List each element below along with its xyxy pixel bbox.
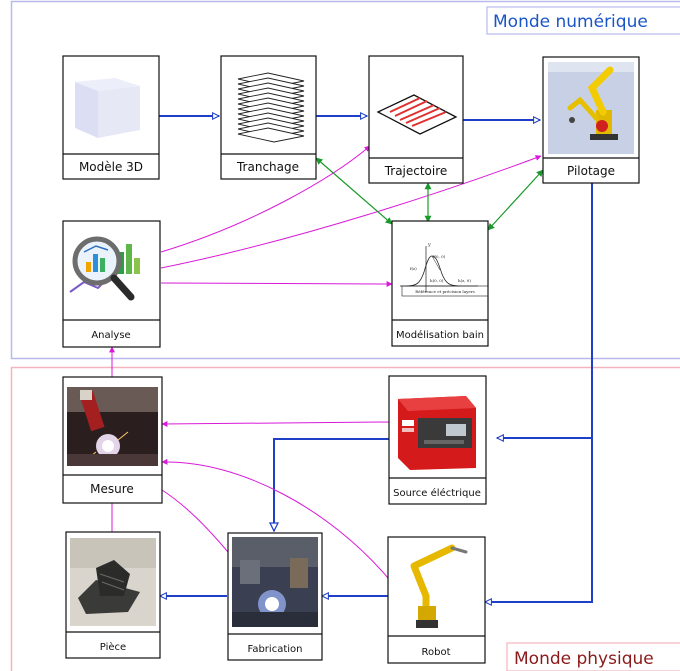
figure-label-hz0: h(z, 0) xyxy=(458,278,471,283)
physical-world-title-bg xyxy=(506,642,680,671)
power-source-icon xyxy=(398,396,476,470)
node-mesure: Mesure xyxy=(62,376,163,504)
edge-analyse-modelisation xyxy=(160,280,393,287)
node-modele3d: Modèle 3D xyxy=(62,55,160,180)
part-photo-icon xyxy=(70,538,156,626)
robot-label: Robot xyxy=(421,647,450,658)
welding-photo-icon xyxy=(67,387,158,466)
piece-label: Pièce xyxy=(100,641,126,653)
fabrication-photo-icon xyxy=(232,537,318,627)
node-fabrication: Fabrication xyxy=(227,532,323,661)
node-pilotage: Pilotage xyxy=(542,56,640,184)
slices-icon xyxy=(237,72,305,143)
figure-label-f00: f(0, 0) xyxy=(433,254,446,259)
data-flow xyxy=(109,145,542,579)
tranchage-label: Tranchage xyxy=(236,160,299,174)
robot-sim-icon xyxy=(548,62,634,154)
edge-pilotage-robot xyxy=(485,183,593,602)
node-piece: Pièce xyxy=(65,531,161,659)
slice-layer xyxy=(237,127,305,143)
fabrication-label: Fabrication xyxy=(248,644,303,655)
figure-axis-y: y xyxy=(427,242,431,248)
edge-fabrication-mesure xyxy=(161,489,229,553)
node-analyse: Analyse xyxy=(62,220,161,348)
digital-world-frame xyxy=(10,0,680,360)
edge-source-fabrication xyxy=(274,438,389,531)
node-robot: Robot xyxy=(387,536,486,664)
bidirectional-links xyxy=(315,157,544,231)
physical-world-title: Monde physique xyxy=(514,649,654,669)
node-source: Source éléctrique xyxy=(388,375,487,505)
analyse-label: Analyse xyxy=(91,330,130,341)
edge-robot-mesure xyxy=(161,458,389,579)
modelisation-label: Modélisation bain xyxy=(396,329,484,341)
robot-arm-icon xyxy=(410,544,468,628)
figure-label-h00: h(0, 0) xyxy=(430,278,444,283)
digital-world-title-bg xyxy=(486,6,680,35)
process-flow xyxy=(159,116,593,602)
node-trajectoire: Trajectoire xyxy=(368,55,464,184)
figure-label-fz: f(z) xyxy=(410,266,417,271)
edge-pilotage-modelisation xyxy=(487,169,544,231)
trajectoire-label: Trajectoire xyxy=(384,164,448,178)
physical-world-frame xyxy=(10,366,680,671)
bead-profile-icon: y f(0, 0) f(z) h(0, 0) h(z, 0) Référence… xyxy=(400,242,489,297)
cube-icon xyxy=(75,78,140,138)
figure-caption: Référence et précision layers xyxy=(415,289,474,294)
digital-world-title: Monde numérique xyxy=(493,12,648,32)
edge-pilotage-source xyxy=(497,183,593,438)
magnifier-charts-icon xyxy=(69,236,140,301)
toolpath-icon xyxy=(376,94,458,135)
pilotage-label: Pilotage xyxy=(567,164,615,178)
modele3d-label: Modèle 3D xyxy=(79,160,143,174)
node-modelisation: y f(0, 0) f(z) h(0, 0) h(z, 0) Référence… xyxy=(391,220,489,347)
node-tranchage: Tranchage xyxy=(220,55,317,180)
source-label: Source éléctrique xyxy=(393,487,481,499)
edge-source-mesure xyxy=(161,420,390,427)
edge-tranchage-modelisation xyxy=(315,157,393,225)
mesure-label: Mesure xyxy=(90,482,134,496)
